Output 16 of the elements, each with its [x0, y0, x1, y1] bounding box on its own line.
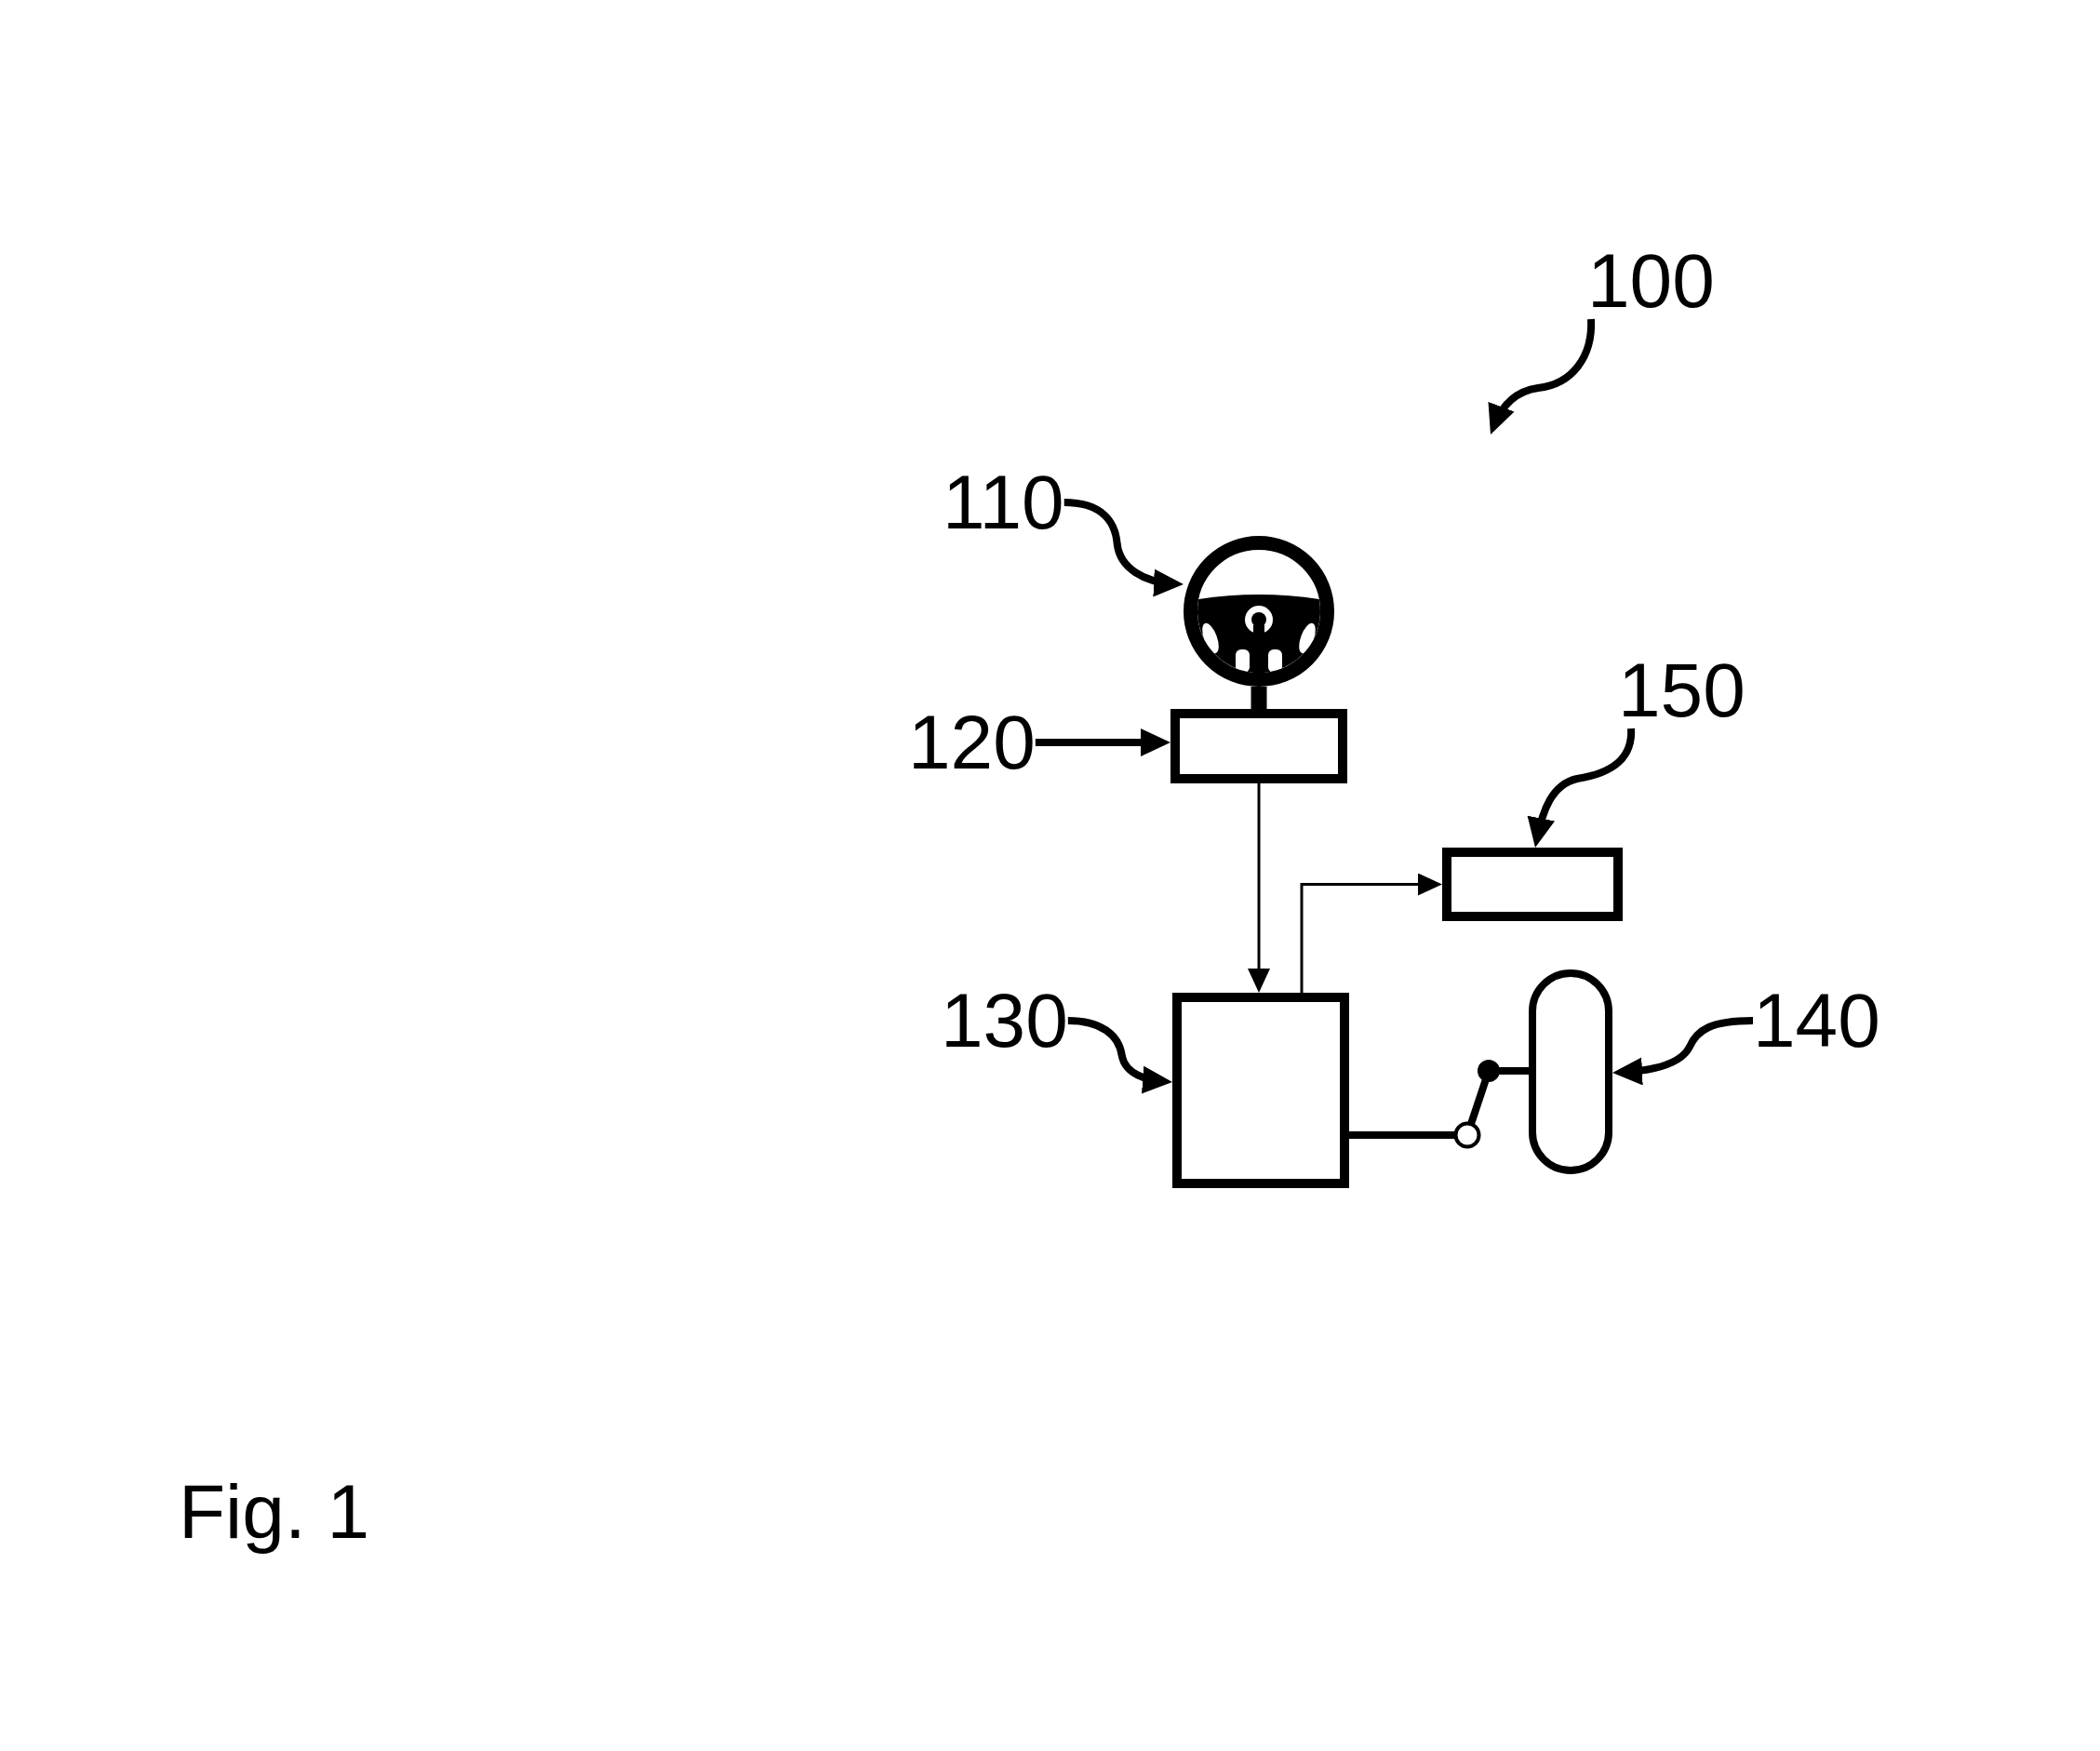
- callout-number: 150: [1618, 652, 1746, 728]
- callout-number: 110: [943, 464, 1064, 541]
- leader-arrow: [1489, 319, 1595, 434]
- component-box: [1442, 848, 1623, 921]
- linkage-rod: [1349, 1067, 1529, 1139]
- steering-column: [1251, 687, 1267, 709]
- callout-number: 140: [1753, 982, 1880, 1059]
- callout-number: 120: [908, 704, 1036, 781]
- signal-arrow: [1300, 873, 1442, 993]
- callout-number: 130: [941, 982, 1068, 1059]
- leader-arrow: [1612, 1017, 1754, 1086]
- component-box: [1170, 709, 1347, 783]
- signal-arrow: [1248, 783, 1270, 993]
- component-box: [1172, 993, 1349, 1188]
- steering-wheel-drawing: [1184, 536, 1334, 687]
- callout-number: 100: [1587, 243, 1715, 319]
